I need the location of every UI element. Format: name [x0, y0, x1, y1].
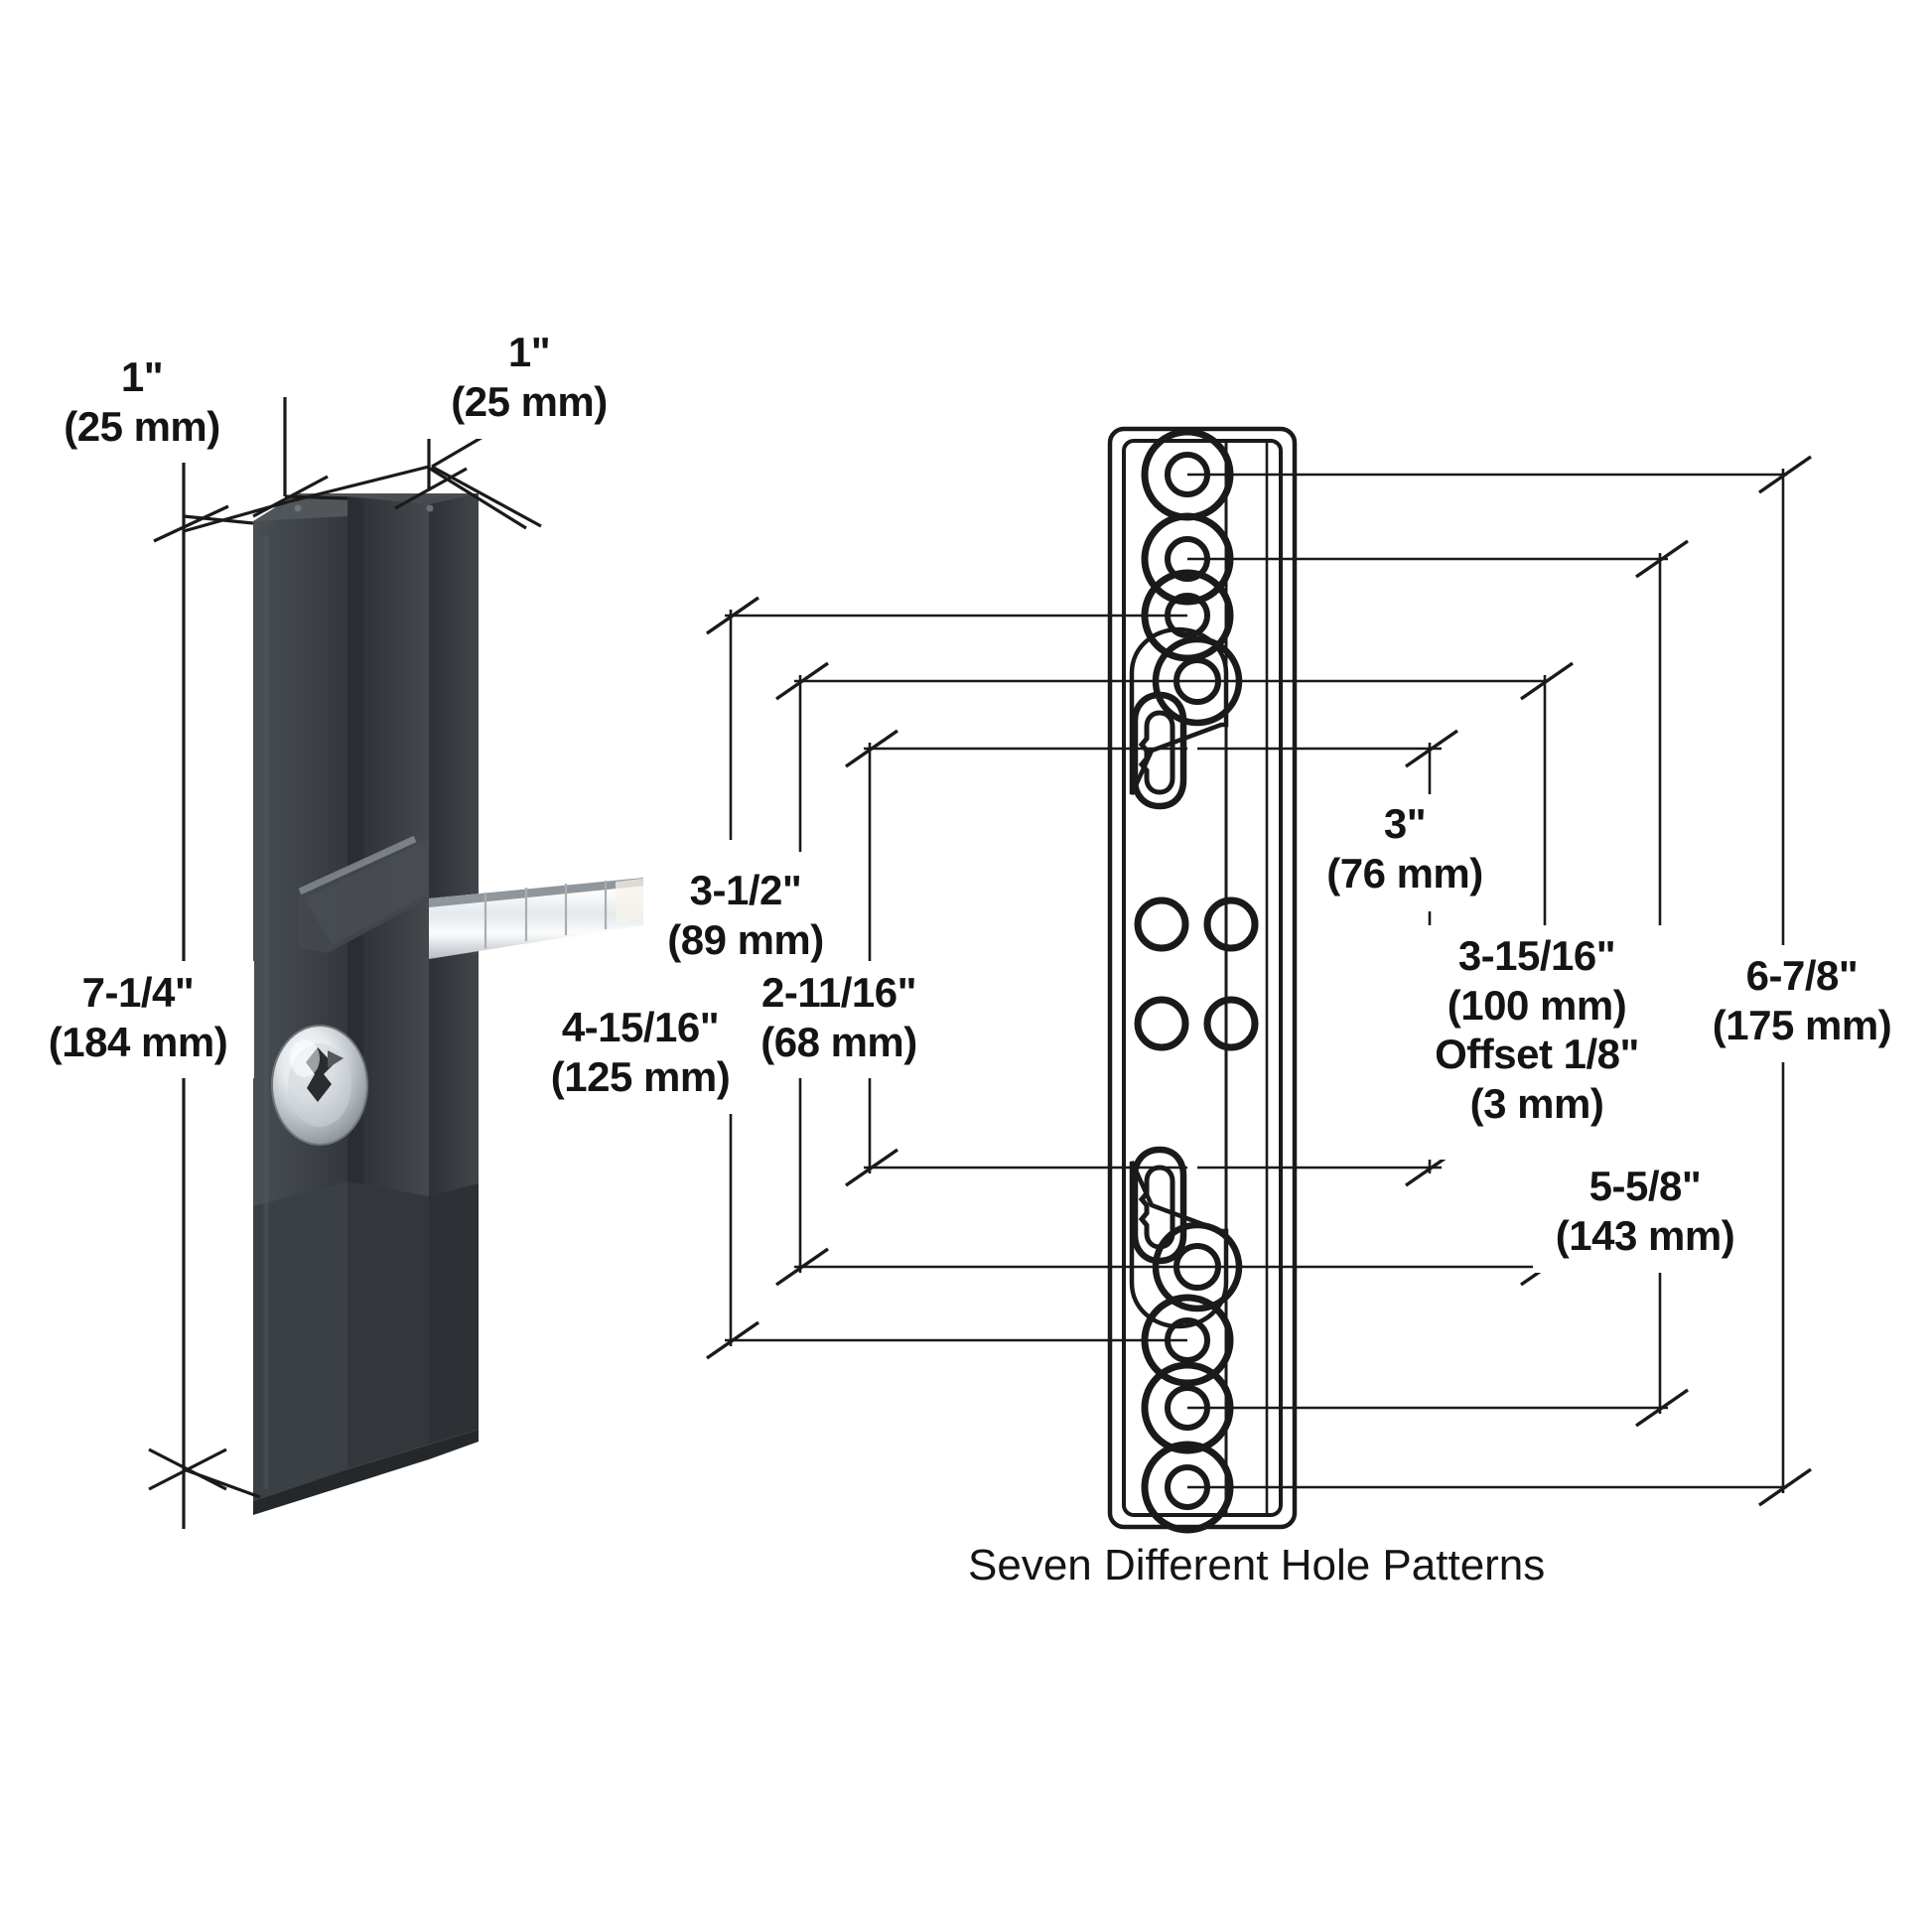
dim-5-5-8-top: 5-5/8" (143 mm) — [1555, 1163, 1735, 1259]
handle-body — [253, 493, 479, 1515]
plain-holes-grid — [1134, 897, 1259, 1051]
keyhole-slot-bottom — [1131, 1146, 1243, 1312]
dim-3-inch-top: 3" (76 mm) — [1326, 800, 1483, 897]
label-gap-mask-1b — [707, 840, 772, 856]
dim-width-right-top: 1" (25 mm) — [451, 329, 608, 425]
dim-2-11-16-top: 2-11/16" (68 mm) — [760, 969, 917, 1065]
key-cylinder — [271, 1025, 368, 1146]
dim-4-15-16-top: 4-15/16" (125 mm) — [550, 1004, 731, 1100]
dim-3-15-16-offset-top: 3-15/16" (100 mm) Offset 1/8" (3 mm) — [1435, 932, 1639, 1127]
counterbore-holes-top — [1141, 428, 1234, 662]
dim-6-7-8-top: 6-7/8" (175 mm) — [1712, 952, 1892, 1048]
dim-3-1-2-top: 3-1/2" (89 mm) — [667, 867, 824, 963]
counterbore-holes-bottom — [1141, 1294, 1234, 1534]
figure-caption: Seven Different Hole Patterns — [968, 1541, 1546, 1589]
dim-width-left-top: 1" (25 mm) — [64, 353, 220, 450]
dim-handle-height-top: 7-1/4" (184 mm) — [48, 969, 228, 1065]
keyhole-slot-top — [1131, 635, 1243, 810]
